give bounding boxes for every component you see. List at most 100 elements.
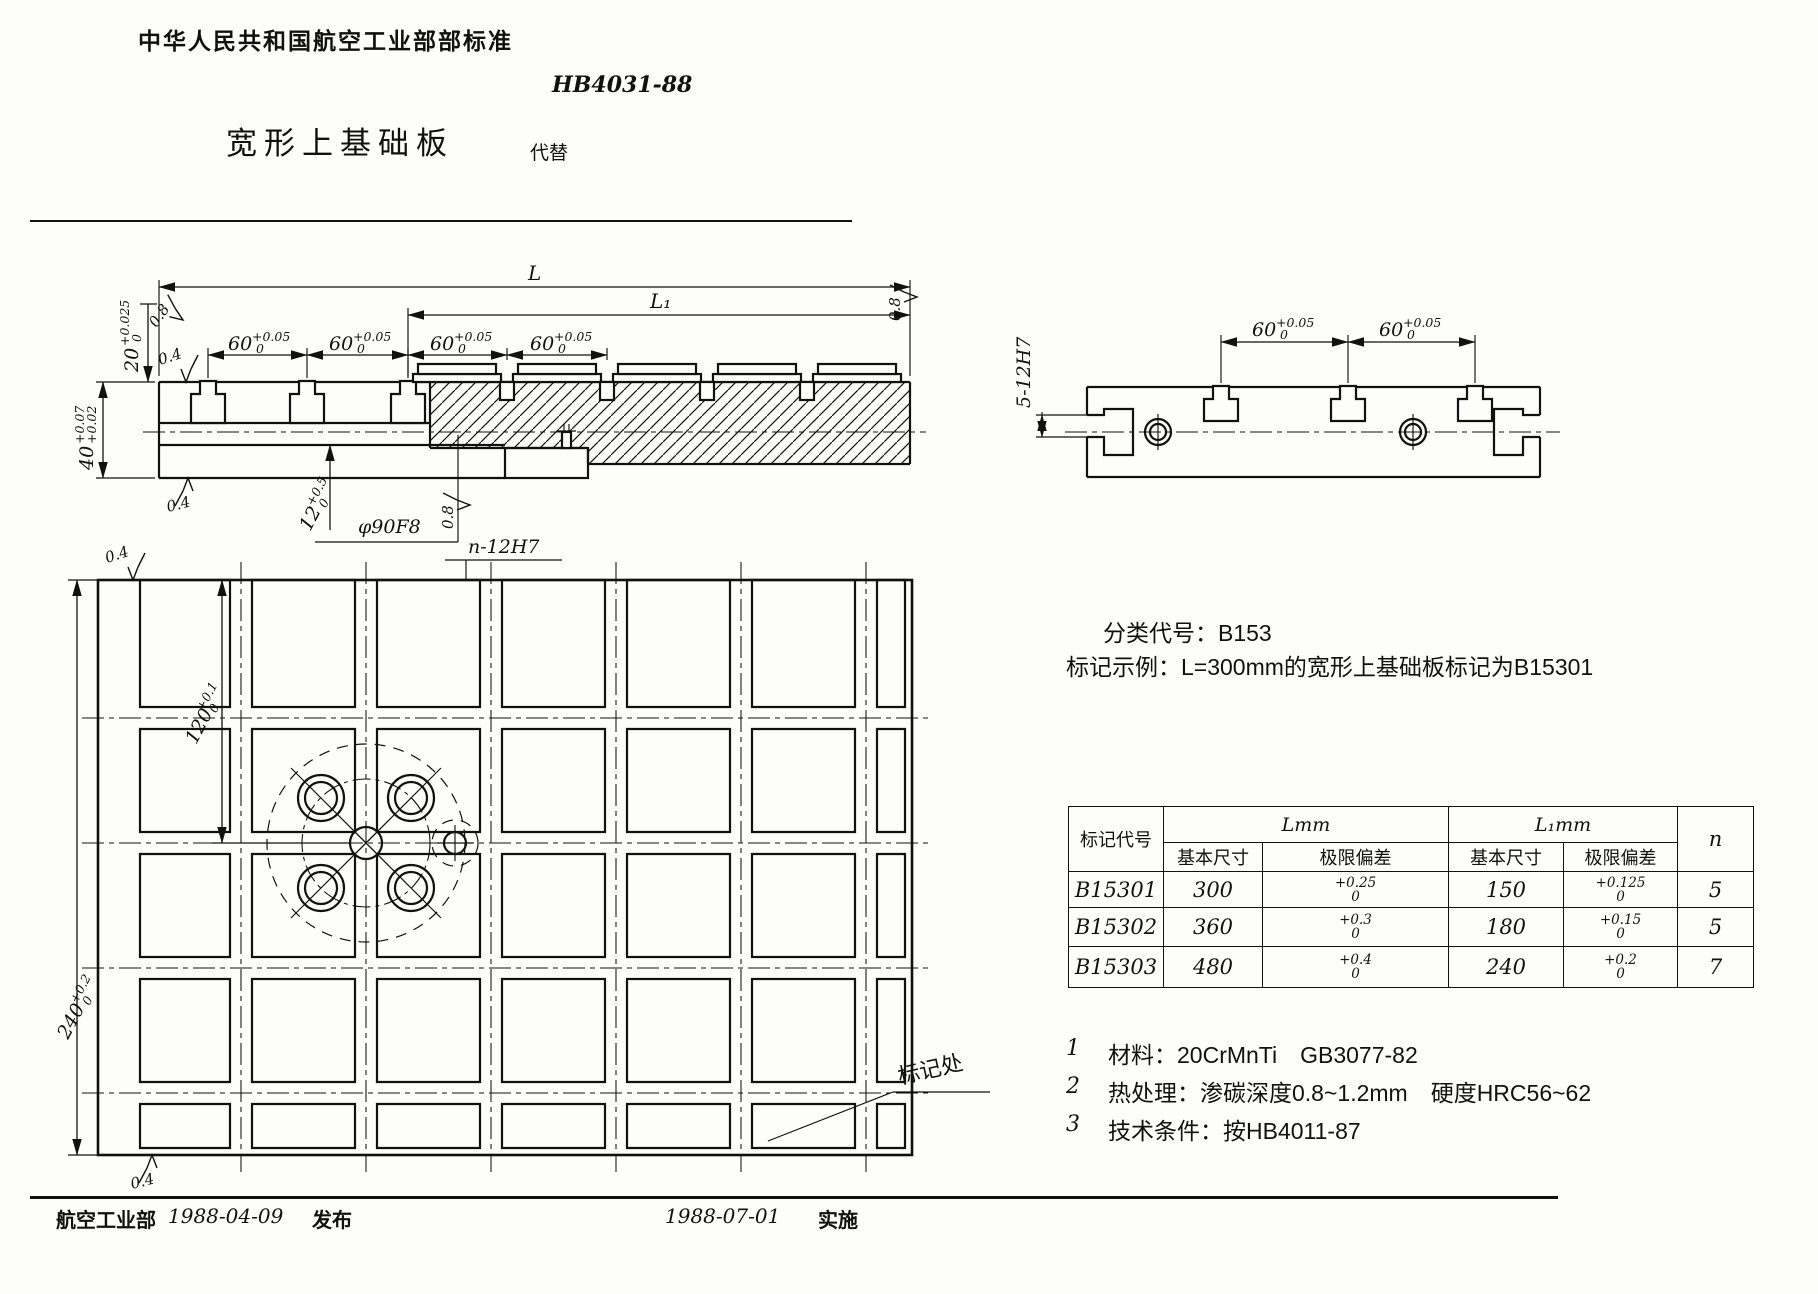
plan-view-drawing: 240+0.20 120+0.10 0.4 0.4 [53, 542, 990, 1193]
plan-grid-row [138, 852, 907, 959]
svg-text:40: 40 [76, 446, 98, 471]
cell-n: 7 [1677, 946, 1754, 988]
dim-60-side-1: 60+0.050 [1252, 315, 1314, 342]
notes-block: 1 材料：20CrMnTi GB3077-82 2 热处理：渗碳深度0.8~1.… [1066, 1036, 1591, 1150]
dimension-table: 标记代号 Lmm L₁mm n 基本尺寸 极限偏差 基本尺寸 极限偏差 B153… [1068, 806, 1754, 988]
dim-60-3: 60+0.050 [430, 329, 492, 356]
finish-mark-0.8-bore: 0.8 [439, 492, 472, 529]
plan-grid-row [138, 1102, 907, 1150]
front-view-drawing: L L₁ 60+0.050 60+0.050 60+0.050 60+0.050… [72, 261, 926, 580]
standard-org-title: 中华人民共和国航空工业部部标准 [138, 28, 513, 54]
dim-side-slots: 5-12H7 [1013, 336, 1035, 408]
marking-example: 标记示例：L=300mm的宽形上基础板标记为B15301 [1066, 654, 1594, 680]
bolt-circle-pattern [266, 743, 479, 943]
svg-text:+0.02: +0.02 [84, 406, 99, 444]
standard-number: HB4031-88 [552, 72, 693, 98]
col-header-n: n [1677, 806, 1754, 872]
classification-code: 分类代号：B153 [1103, 620, 1272, 646]
footer-issue-date: 1988-04-09 [168, 1204, 284, 1228]
svg-text:0: 0 [558, 341, 566, 356]
finish-mark-0.8-right: 0.8 [886, 284, 919, 321]
svg-text:20: 20 [121, 348, 143, 373]
dim-L1: L₁ [649, 289, 671, 313]
finish-mark-0.8: 0.8 [145, 294, 185, 331]
svg-text:0: 0 [357, 341, 365, 356]
svg-text:0.8: 0.8 [145, 301, 173, 331]
finish-mark-0.4: 0.4 [156, 344, 199, 384]
document-title: 宽形上基础板 [226, 126, 454, 161]
note-number: 3 [1066, 1112, 1080, 1137]
hole-marker [296, 773, 346, 823]
note-text: 热处理：渗碳深度0.8~1.2mm 硬度HRC56~62 [1108, 1080, 1592, 1106]
svg-text:+0.05: +0.05 [1276, 315, 1314, 330]
note-item: 1 材料：20CrMnTi GB3077-82 [1066, 1036, 1591, 1074]
dim-bore: φ90F8 [358, 516, 421, 538]
svg-text:60: 60 [228, 333, 252, 355]
cell-n: 5 [1677, 907, 1754, 947]
dim-120: 120+0.10 [181, 679, 222, 747]
t-slot-section [189, 379, 227, 425]
replaces-label: 代替 [530, 143, 569, 164]
svg-text:5-12H7: 5-12H7 [1013, 336, 1035, 408]
svg-text:0.4: 0.4 [129, 1170, 157, 1193]
cell-code: B15303 [1068, 946, 1164, 988]
svg-text:0.4: 0.4 [156, 344, 184, 368]
cell-L: 480 [1163, 946, 1263, 988]
svg-text:0: 0 [256, 341, 264, 356]
dim-12: 12+0.50 [295, 474, 332, 535]
svg-text:60: 60 [430, 333, 454, 355]
col-header-basic: 基本尺寸 [1163, 842, 1263, 872]
t-slot-pads [411, 362, 903, 402]
svg-text:0.4: 0.4 [103, 542, 131, 566]
plan-grid-row [138, 977, 907, 1084]
footer-impl-date: 1988-07-01 [665, 1204, 781, 1228]
cell-L1: 180 [1448, 907, 1564, 947]
col-group-L: Lmm [1163, 806, 1449, 843]
footer-issue-label: 发布 [312, 1210, 352, 1232]
svg-text:60: 60 [329, 333, 353, 355]
note-text: 材料：20CrMnTi GB3077-82 [1108, 1042, 1418, 1068]
note-number: 1 [1066, 1036, 1080, 1061]
svg-text:+0.07: +0.07 [72, 406, 87, 444]
svg-text:+0.05: +0.05 [353, 329, 391, 344]
svg-text:12: 12 [295, 503, 326, 535]
cell-L: 300 [1163, 871, 1263, 908]
t-slot-section [389, 379, 427, 425]
plan-grid-row [138, 727, 907, 834]
footer-org: 航空工业部 [56, 1210, 156, 1232]
cell-n: 5 [1677, 871, 1754, 908]
svg-text:+0.025: +0.025 [117, 300, 132, 346]
svg-text:60: 60 [530, 333, 554, 355]
cell-L1: 150 [1448, 871, 1564, 908]
col-header-code: 标记代号 [1068, 806, 1164, 872]
dim-60-1: 60+0.050 [228, 329, 290, 356]
col-header-basic: 基本尺寸 [1448, 842, 1564, 872]
col-header-dev: 极限偏差 [1262, 842, 1449, 872]
svg-text:0: 0 [129, 334, 144, 342]
svg-text:0: 0 [1407, 327, 1415, 342]
svg-text:60: 60 [1252, 319, 1276, 341]
col-group-L1: L₁mm [1448, 806, 1678, 843]
dim-L: L [527, 261, 541, 285]
svg-text:+0.05: +0.05 [1403, 315, 1441, 330]
note-number: 2 [1066, 1074, 1080, 1099]
svg-text:240: 240 [53, 1000, 90, 1043]
hole-marker [386, 773, 436, 823]
hole-marker [386, 863, 436, 913]
svg-text:0.4: 0.4 [165, 493, 193, 516]
dim-60-side-2: 60+0.050 [1379, 315, 1441, 342]
t-slot-section [288, 379, 326, 425]
plan-grid-row [138, 578, 907, 709]
title-rule [30, 220, 852, 223]
t-slot-section [1202, 384, 1240, 423]
svg-text:0: 0 [458, 341, 466, 356]
dim-holes: n-12H7 [468, 536, 540, 558]
